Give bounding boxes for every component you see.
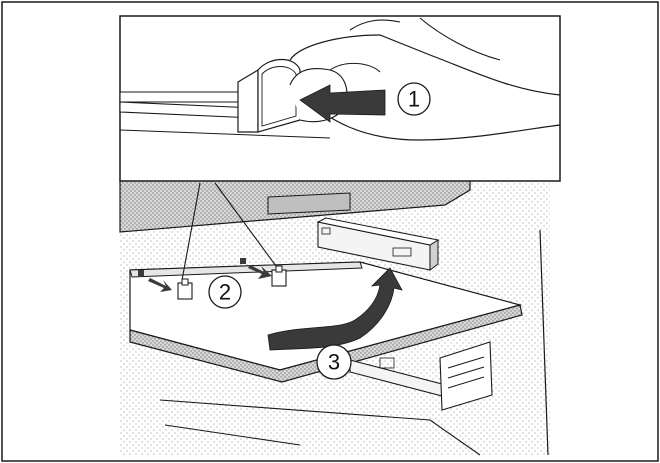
shelf-front-edge (129, 304, 523, 383)
step-number: 1 (408, 87, 420, 112)
fridge-interior-scene (119, 179, 550, 456)
step-number: 3 (328, 350, 340, 375)
detail-inset (119, 15, 561, 182)
shelf-hook-left (177, 278, 193, 300)
callout-line-left (181, 182, 201, 281)
vent-grille (439, 341, 493, 411)
drawer-outline (159, 399, 481, 456)
step-number: 2 (219, 280, 231, 305)
shelf-hook-right (271, 265, 287, 287)
push-arrow-right (240, 258, 272, 279)
side-wall (539, 229, 549, 456)
step-badge-2: 2 (208, 275, 242, 309)
shelf-clip-rear (267, 192, 351, 215)
shelf-clip-detail (237, 58, 301, 133)
callout-line-right (214, 182, 277, 267)
push-arrow-inset (299, 84, 386, 123)
push-arrow-left (138, 270, 172, 292)
step-badge-3: 3 (316, 344, 352, 380)
step-badge-1: 1 (397, 82, 431, 116)
